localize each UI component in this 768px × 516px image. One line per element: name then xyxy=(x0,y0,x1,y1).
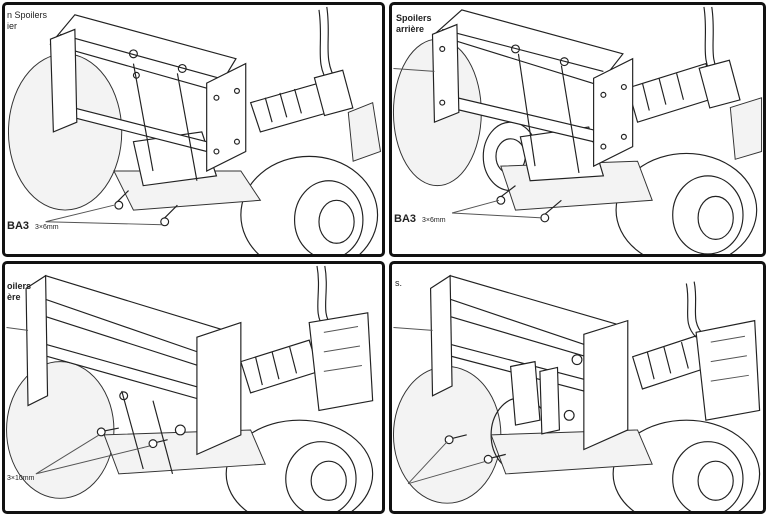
spoiler-assembly-drawing-4 xyxy=(392,274,761,511)
title-line-1: Spoilers xyxy=(396,13,432,23)
diagram-panel-2: Spoilers arrière BA3 3×6mm xyxy=(389,2,766,257)
diagram-panel-3: oilers ère 3×10mm xyxy=(2,261,385,514)
title-line-2: ier xyxy=(7,21,18,31)
spoiler-assembly-drawing-2 xyxy=(392,6,763,254)
title-line-2: ère xyxy=(7,292,21,302)
screw-size-label: 3×6mm xyxy=(35,224,59,231)
title-line-1: n Spoilers xyxy=(7,10,48,20)
screw-size-label: 3×6mm xyxy=(422,217,446,224)
title-line-2: arrière xyxy=(396,24,425,34)
screw-size-label: 3×10mm xyxy=(7,475,35,482)
diagram-panel-4: s. xyxy=(389,261,766,514)
part-code-label: BA3 xyxy=(394,213,417,225)
spoiler-assembly-drawing-1 xyxy=(7,6,382,254)
diagram-panel-1: n Spoilers ier BA3 3×6mm xyxy=(2,2,385,257)
title-line-1: oilers xyxy=(7,281,32,291)
part-code-label: BA3 xyxy=(7,220,30,232)
spoiler-assembly-drawing-3 xyxy=(6,265,374,511)
title-line-1: s. xyxy=(395,278,403,288)
